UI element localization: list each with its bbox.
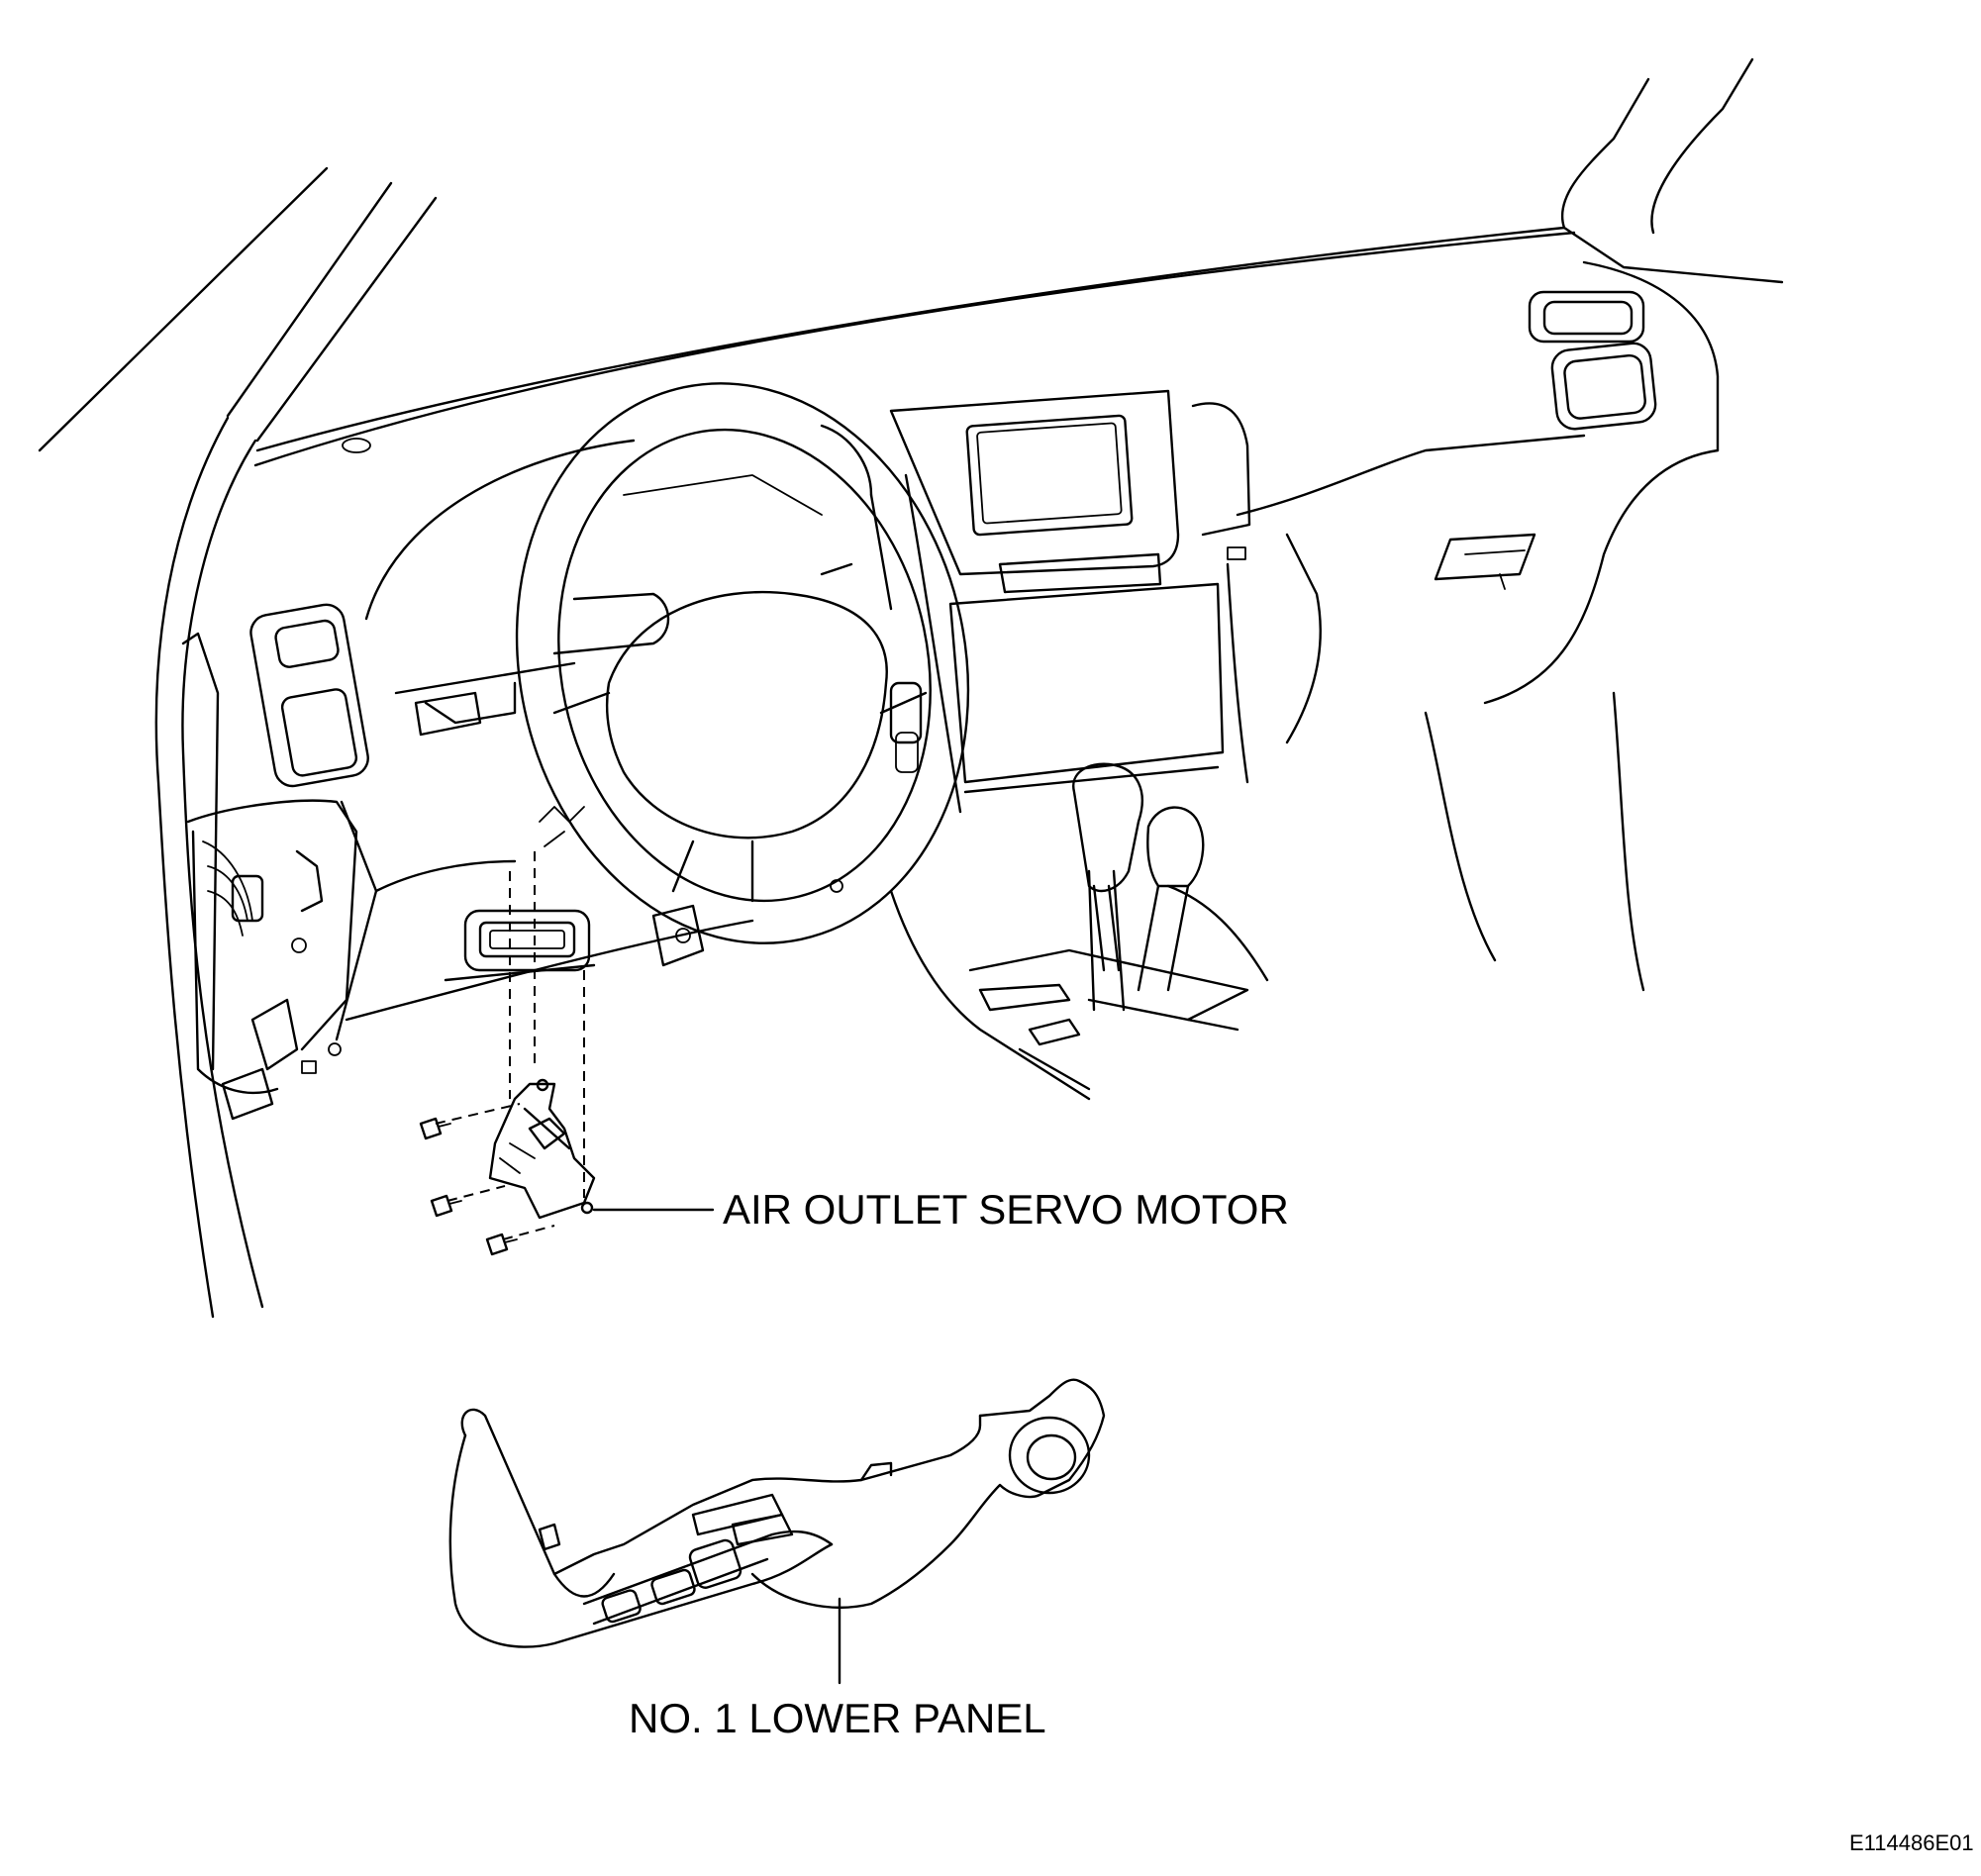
- a-pillar: [38, 166, 438, 1319]
- steering-wheel: [515, 382, 970, 944]
- center-console: [889, 389, 1251, 814]
- left-vents: [249, 603, 482, 788]
- screw-middle: [430, 1194, 462, 1218]
- no1-lower-panel: [448, 1378, 1106, 1648]
- servo-mount-opening: [444, 806, 705, 982]
- cluster-hood: [364, 424, 893, 725]
- glovebox-area: [1236, 260, 1720, 992]
- floor-console: [889, 884, 1269, 1101]
- screw-top: [419, 1117, 451, 1140]
- servo-motor-label: AIR OUTLET SERVO MOTOR: [723, 1186, 1289, 1233]
- air-outlet-servo-motor: [488, 1078, 596, 1220]
- screw-bottom: [485, 1233, 518, 1256]
- dashboard-top: [253, 57, 1784, 467]
- shift-levers: [1072, 762, 1205, 1012]
- lower-panel-label: NO. 1 LOWER PANEL: [629, 1695, 1046, 1741]
- installation-guides: [435, 851, 585, 1240]
- lower-dash-left: [181, 632, 754, 1121]
- figure-code: E114486E01: [1849, 1830, 1974, 1855]
